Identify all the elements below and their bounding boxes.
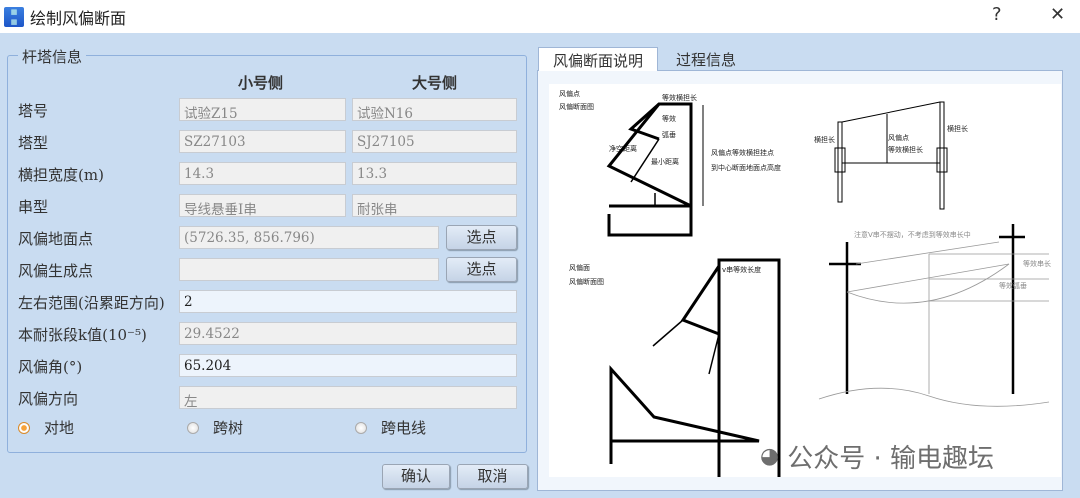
tower-info-group: 杆塔信息 [7, 46, 527, 453]
direction-field[interactable]: 左 [179, 386, 517, 409]
app-icon: ▦▦ [4, 6, 24, 27]
tower-type-large-field[interactable]: SJ27105 [352, 130, 517, 153]
diagram-label: 风偏面 [569, 263, 590, 272]
watermark: ◕ 公众号 · 输电趣坛 [760, 438, 994, 475]
tower-type-label: 塔型 [18, 134, 49, 152]
gen-point-field[interactable] [179, 258, 439, 281]
range-field[interactable]: 2 [179, 290, 517, 313]
ground-point-label: 风偏地面点 [18, 230, 94, 248]
tab-panel: 风偏点 风偏断面图 等效横担长 等效 弧垂 净空距离 最小距离 风偏点等效横担挂… [537, 70, 1063, 491]
tab-wind-section-description[interactable]: 风偏断面说明 [538, 47, 659, 71]
watermark-text: 公众号 · 输电趣坛 [787, 444, 994, 474]
tower-no-label: 塔号 [18, 102, 49, 120]
small-side-header: 小号侧 [238, 74, 284, 92]
radio-dot [187, 421, 199, 434]
wind-deflection-diagram: 风偏点 风偏断面图 等效横担长 等效 弧垂 净空距离 最小距离 风偏点等效横担挂… [549, 84, 1061, 477]
ground-point-select-button[interactable]: 选点 [446, 225, 517, 250]
diagram-label: 风偏断面图 [569, 277, 604, 286]
diagram-label: 横担长 [814, 135, 835, 144]
tower-no-large-field[interactable]: 试验N16 [352, 98, 517, 121]
gen-point-select-button[interactable]: 选点 [446, 257, 517, 282]
direction-label: 风偏方向 [18, 390, 79, 408]
diagram-label: 风偏点 [888, 133, 909, 142]
tower-type-small-field[interactable]: SZ27103 [179, 130, 346, 153]
radio-ground[interactable]: 对地 [18, 417, 74, 438]
window-title: 绘制风偏断面 [30, 8, 127, 28]
range-label: 左右范围(沿累距方向) [18, 294, 165, 312]
diagram-label: 等效串长 [1023, 259, 1051, 268]
radio-dot [355, 421, 367, 434]
tab-process-info[interactable]: 过程信息 [676, 51, 737, 69]
diagram-label: 等效横担长 [888, 145, 923, 154]
diagram-label: 横担长 [947, 124, 968, 133]
diagram-label: 到中心断面地面点高度 [711, 163, 781, 172]
radio-powerline[interactable]: 跨电线 [355, 417, 426, 438]
group-title: 杆塔信息 [18, 46, 87, 67]
ground-point-field[interactable]: (5726.35, 856.796) [179, 226, 439, 249]
radio-dot [18, 421, 30, 434]
arm-width-label: 横担宽度(m) [18, 166, 104, 184]
wechat-icon: ◕ [760, 444, 780, 469]
diagram-label: 弧垂 [662, 130, 676, 139]
k-value-label: 本耐张段k值(10⁻⁵) [18, 326, 147, 344]
radio-label: 对地 [44, 419, 75, 437]
title-bar: ▦▦ 绘制风偏断面 ? ✕ [0, 0, 1080, 33]
diagram-label: 风偏点等效横担挂点 [711, 148, 774, 157]
close-button[interactable]: ✕ [1050, 4, 1066, 25]
arm-width-large-field[interactable]: 13.3 [352, 162, 517, 185]
angle-label: 风偏角(°) [18, 358, 83, 376]
diagram-label: 注意V串不摆动，不考虑到等效串长中 [854, 230, 971, 239]
string-type-small-field[interactable]: 导线悬垂I串 [179, 194, 346, 217]
string-type-large-field[interactable]: 耐张串 [352, 194, 517, 217]
radio-label: 跨电线 [381, 419, 427, 437]
confirm-button[interactable]: 确认 [382, 464, 450, 489]
help-button[interactable]: ? [992, 4, 1002, 25]
radio-label: 跨树 [213, 419, 244, 437]
diagram-label: 风偏断面图 [559, 102, 594, 111]
arm-width-small-field[interactable]: 14.3 [179, 162, 346, 185]
string-type-label: 串型 [18, 198, 49, 216]
diagram-label: 等效 [662, 114, 676, 123]
angle-field[interactable]: 65.204 [179, 354, 517, 377]
diagram-label: 风偏点 [559, 89, 580, 98]
diagram-label: 等效弧垂 [999, 281, 1027, 290]
diagram-label: v串等效长度 [722, 265, 761, 274]
large-side-header: 大号侧 [412, 74, 458, 92]
cancel-button[interactable]: 取消 [457, 464, 528, 489]
k-value-field[interactable]: 29.4522 [179, 322, 517, 345]
diagram-label: 最小距离 [651, 157, 679, 166]
tower-no-small-field[interactable]: 试验Z15 [179, 98, 346, 121]
diagram-label: 等效横担长 [662, 93, 697, 102]
gen-point-label: 风偏生成点 [18, 262, 94, 280]
radio-tree[interactable]: 跨树 [187, 417, 243, 438]
